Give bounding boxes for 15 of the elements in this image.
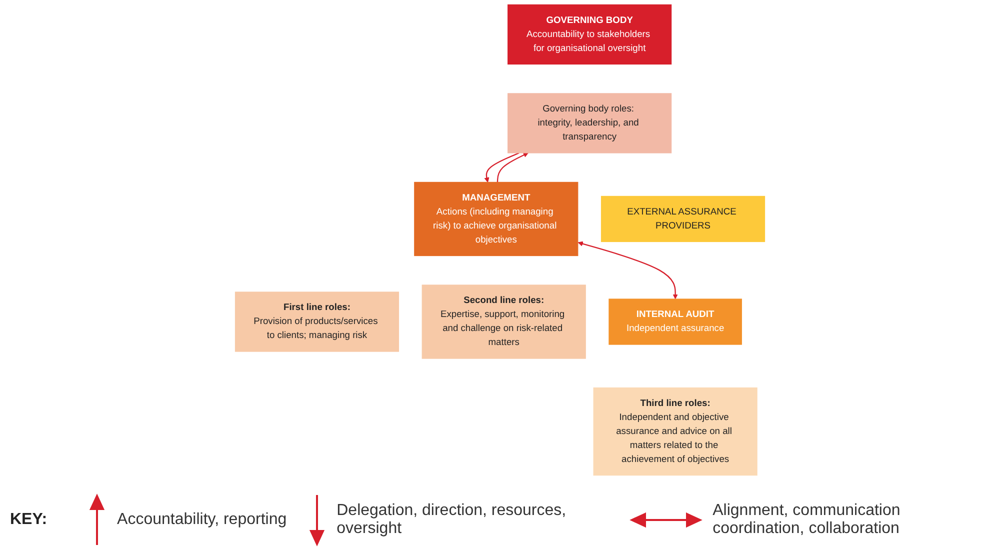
node-box: Third line roles: Independent and objective assurance and advice on all matters related to the achievement of objectives [593,387,758,476]
node-box: Governing body roles: integrity, leadership, and transparency [508,93,672,154]
arrow [578,241,678,300]
legend-text: Alignment, communication coordination, collaboration [712,502,902,538]
node-box: GOVERNING BODY Accountability to stakeholders for organisational oversight [508,4,672,65]
legend-text: Accountability, reporting [117,511,287,529]
arrow [484,152,520,182]
node-box: INTERNAL AUDIT Independent assurance [608,298,742,345]
legend-text: Delegation, direction, resources, oversight [336,502,568,538]
key-heading: KEY: [10,511,48,529]
node-box: MANAGEMENT Actions (including managing risk) to achieve organisational objectives [414,182,578,256]
arrow [496,152,528,182]
node-box: EXTERNAL ASSURANCE PROVIDERS [600,196,766,242]
node-box: Second line roles: Expertise, support, monitoring and challenge on risk-related matters [422,284,586,359]
node-box: First line roles: Provision of products/services to clients; managing risk [234,292,400,352]
